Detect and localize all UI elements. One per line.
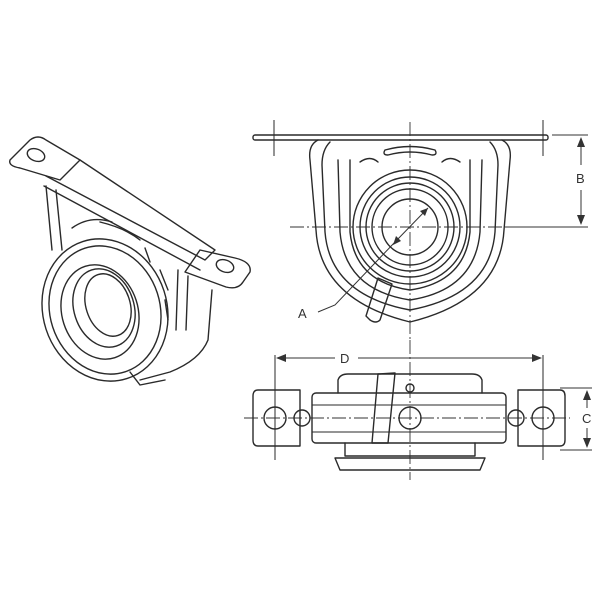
dimension-label-a: A <box>298 306 307 321</box>
dimension-label-c: C <box>582 411 591 426</box>
front-view: A B <box>252 120 588 340</box>
dimension-label-d: D <box>340 351 349 366</box>
top-view: D C <box>244 340 592 480</box>
isometric-view <box>9 136 251 386</box>
dimension-label-b: B <box>576 171 585 186</box>
